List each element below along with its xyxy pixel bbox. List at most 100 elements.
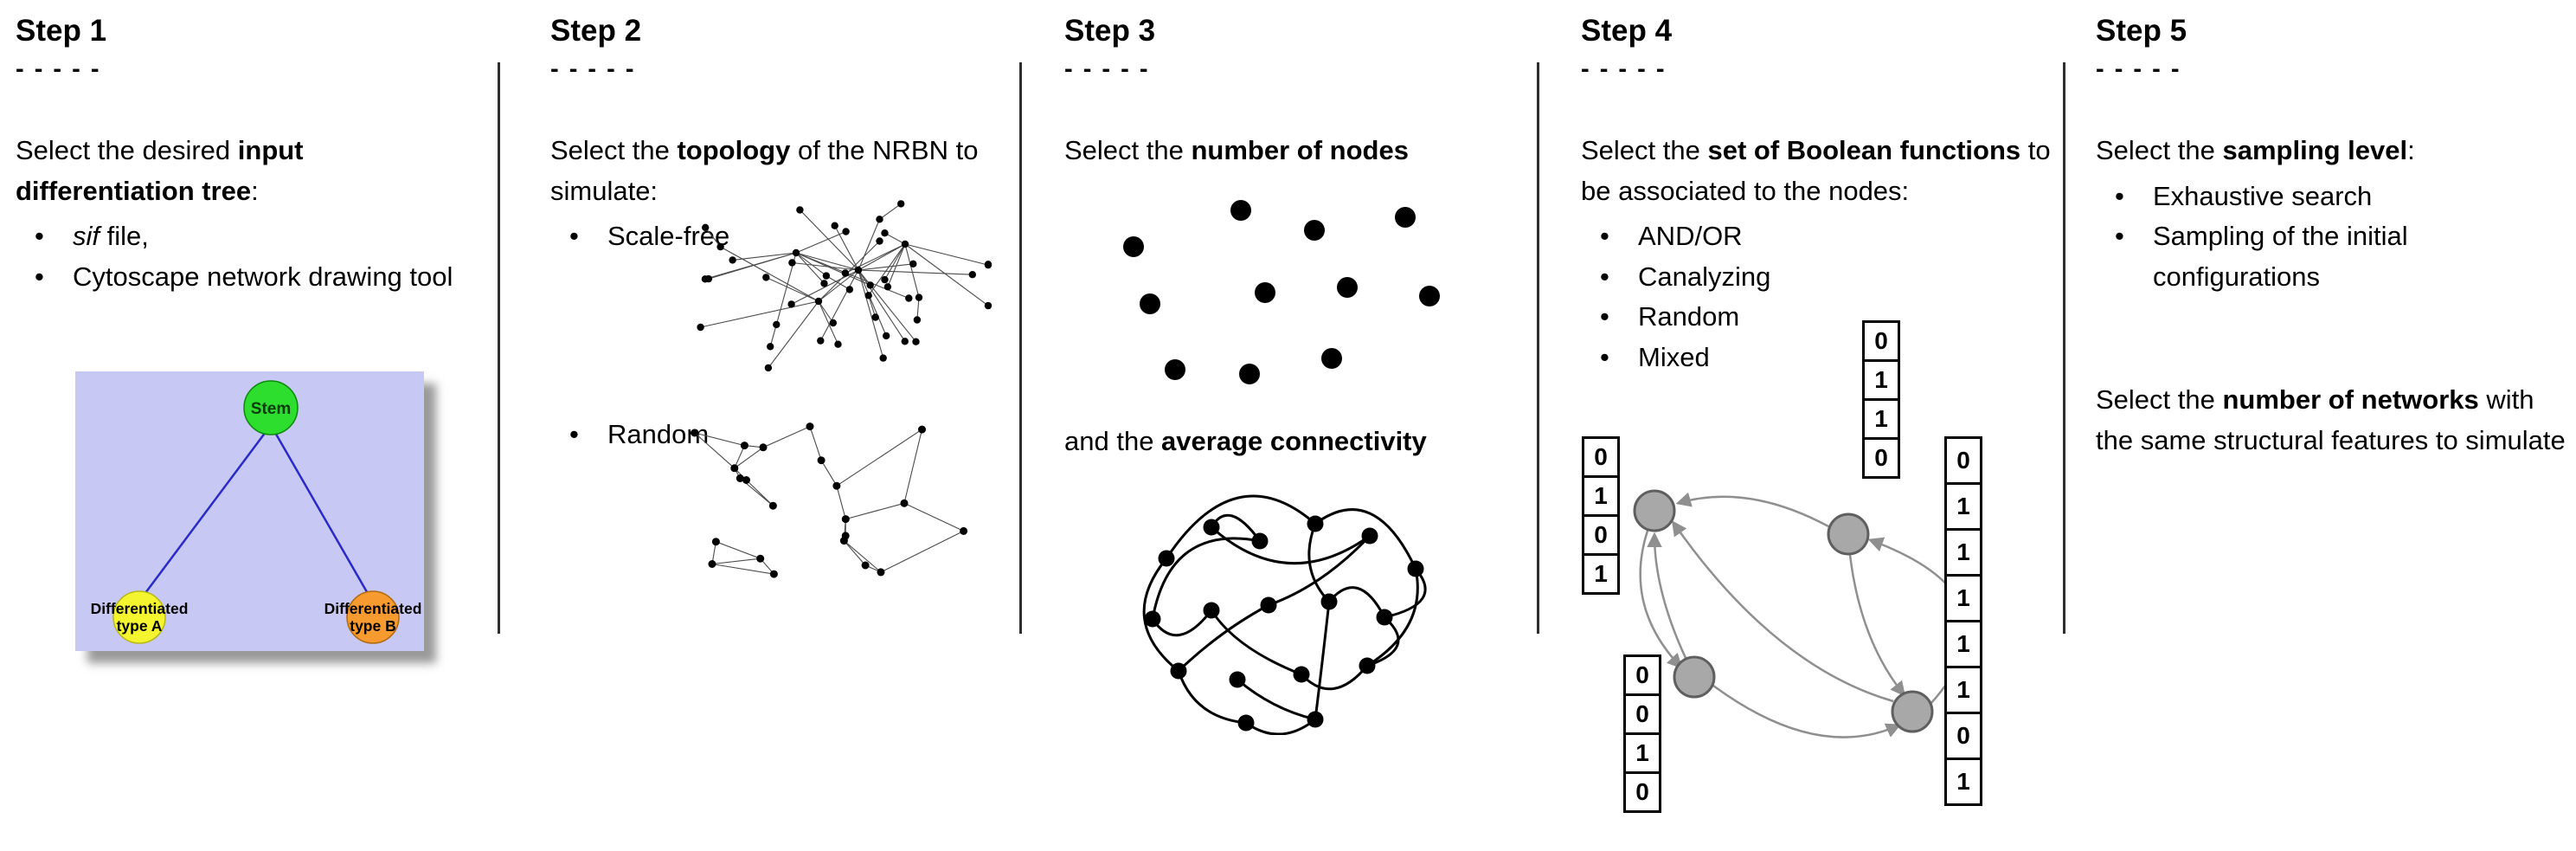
network-node-dot (1203, 519, 1220, 536)
network-edge (1165, 494, 1316, 559)
truth-table-cell: 1 (1944, 620, 1982, 668)
network-edge (809, 426, 822, 461)
step-1-bullets: sif file, Cytoscape network drawing tool (16, 216, 479, 297)
network-node-dot (839, 537, 848, 545)
network-node-dot (876, 216, 883, 223)
network-edge (1384, 568, 1427, 619)
network-edge (1210, 609, 1302, 676)
intro-text: Select the desired (16, 135, 238, 165)
network-edge (1177, 670, 1247, 725)
network-edge (795, 252, 859, 271)
network-node-dot (716, 242, 724, 251)
network-edge (795, 252, 827, 277)
network-edge (1848, 554, 1906, 697)
network-node (1633, 489, 1676, 532)
network-edge (845, 502, 905, 520)
network-node-dot (864, 292, 872, 300)
intro-bold-text: number of nodes (1191, 135, 1409, 165)
network-node-dot (740, 442, 748, 450)
network-node-dot (742, 476, 750, 484)
intro-text: of the NRBN to simulate: (550, 135, 979, 206)
network-node (1891, 690, 1934, 733)
node-dot (1165, 359, 1185, 380)
tree-edge-right (269, 424, 371, 597)
network-node-dot (1407, 560, 1424, 577)
network-edge (858, 263, 914, 271)
network-node-dot (787, 300, 795, 308)
network-edge (1300, 665, 1369, 691)
network-node-dot (773, 320, 781, 329)
intro-text: : (251, 175, 259, 206)
network-node-dot (820, 280, 828, 287)
network-edge (858, 219, 881, 271)
network-node-dot (879, 354, 887, 362)
truth-table-cell: 1 (1944, 482, 1982, 531)
network-node-dot (918, 425, 926, 434)
network-node-dot (905, 294, 913, 302)
network-edge (818, 300, 839, 345)
truth-table-cell: 0 (1944, 712, 1982, 760)
step-5-intro: Select the sampling level: (2096, 131, 2570, 171)
network-node-dot (767, 343, 774, 351)
network-node-dot (764, 364, 773, 372)
node-dot (1419, 286, 1440, 306)
intro-bold-text: sampling level (2222, 135, 2408, 165)
network-node-dot (897, 200, 905, 208)
intro-text: with the same structural features to sim… (2096, 384, 2566, 455)
network-node-dot (1307, 515, 1324, 532)
truth-table-cell: 1 (1582, 475, 1620, 517)
network-node-dot (792, 248, 800, 257)
network-edge (836, 429, 922, 487)
network-edge (704, 227, 722, 248)
truth-table-cell: 0 (1862, 320, 1900, 362)
network-node-dot (769, 570, 778, 578)
network-node-dot (866, 281, 874, 289)
network-node-dot (814, 297, 823, 306)
step-5-title: Step 5 (2096, 14, 2187, 48)
bullet-item: Mixed (1581, 338, 2052, 378)
network-node-dot (960, 526, 968, 535)
network-node-dot (796, 206, 804, 214)
network-edge (887, 243, 906, 287)
network-edge (720, 246, 819, 302)
network-nodes (1144, 515, 1424, 732)
intro-bold-text: topology (677, 135, 791, 165)
network-edge (762, 426, 811, 448)
column-divider (1537, 62, 1539, 634)
step-4-bullets: AND/OR Canalyzing Random Mixed (1581, 216, 2052, 377)
network-node-dot (697, 323, 704, 332)
intro-bold-text: set of Boolean functions (1707, 135, 2021, 165)
network-node-dot (1237, 714, 1255, 732)
network-edge (711, 558, 761, 565)
network-edge (1211, 525, 1371, 565)
network-edge (1675, 492, 1829, 528)
step-4-column: Step 4 - - - - - Select the set of Boole… (1581, 0, 2052, 377)
bullet-item: Cytoscape network drawing tool (16, 257, 479, 298)
network-edge (844, 540, 882, 573)
network-edge (879, 203, 902, 220)
network-node-dot (1158, 550, 1175, 567)
bullet-text: Scale-free (607, 221, 730, 251)
network-edges (700, 203, 989, 369)
network-edge (904, 243, 989, 266)
step-5-dashes: - - - - - (2096, 55, 2181, 83)
network-node-dot (984, 261, 992, 268)
network-node-dot (822, 272, 831, 280)
random-network-figure (691, 422, 968, 578)
scale-free-network-figure (697, 200, 992, 372)
network-node-dot (842, 228, 850, 235)
step-3-second-text: and the average connectivity (1064, 422, 1536, 462)
intro-bold-text: input differentiation tree (16, 135, 304, 206)
truth-table-cell: 1 (1623, 732, 1661, 774)
network-edge (1237, 678, 1316, 721)
network-edge (1647, 532, 1687, 659)
network-edge (766, 276, 819, 302)
network-edge (903, 429, 923, 504)
bullet-item: Sampling of the initial configurations (2096, 216, 2570, 297)
network-node-dot (881, 229, 889, 237)
network-node-dot (883, 332, 890, 340)
network-node-dot (829, 319, 837, 327)
bullet-text: file, (100, 221, 149, 251)
network-edge (836, 486, 846, 519)
network-edge (769, 324, 777, 347)
